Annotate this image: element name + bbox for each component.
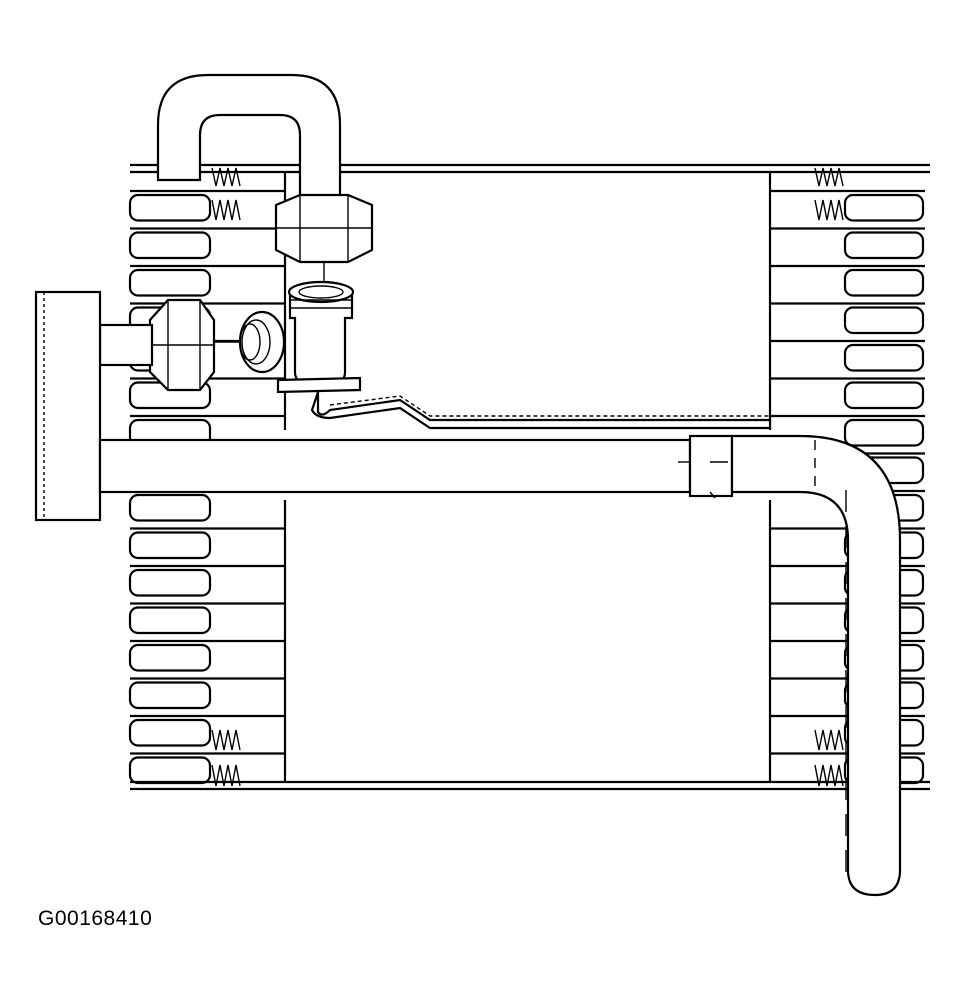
tube-end-plate <box>843 418 925 447</box>
outlet-pipe <box>98 434 734 499</box>
tube-end-plate <box>128 643 212 672</box>
capillary-tube <box>310 391 772 430</box>
tube-end-plate <box>128 568 212 597</box>
tube-end-plate <box>128 756 212 785</box>
tube-end-plate <box>843 193 925 222</box>
tube-end-plate <box>128 493 212 522</box>
threaded-fitting <box>212 310 286 374</box>
upper-fitting-nut <box>274 193 374 285</box>
expansion-valve-body <box>276 280 362 394</box>
tube-end-plate <box>128 606 212 635</box>
tube-end-plate <box>843 343 925 372</box>
sealing-pad-block <box>34 290 102 522</box>
tube-end-plate <box>843 381 925 410</box>
tube-end-plate <box>128 531 212 560</box>
top-u-pipe <box>156 73 342 202</box>
figure-reference-code: G00168410 <box>38 907 153 930</box>
tube-end-plate <box>128 718 212 747</box>
tube-end-plate <box>843 306 925 335</box>
tube-end-plate <box>843 231 925 260</box>
outlet-elbow-pipe <box>730 434 902 897</box>
fin-pattern <box>211 167 844 787</box>
tube-end-plate <box>128 193 212 222</box>
tube-end-plate <box>128 268 212 297</box>
side-fitting-nut <box>148 298 216 392</box>
tube-end-plate <box>843 268 925 297</box>
inlet-pipe-stub <box>98 323 154 367</box>
tube-end-plate <box>128 681 212 710</box>
tube-end-plate <box>128 231 212 260</box>
